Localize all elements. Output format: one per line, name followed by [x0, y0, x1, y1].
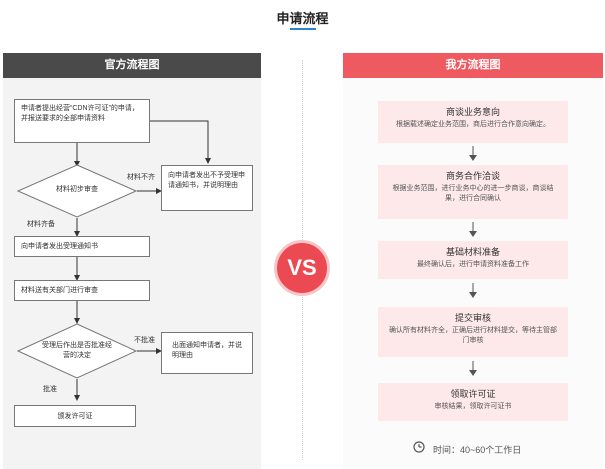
step-3: 基础材料准备 最终确认后，进行申请资料准备工作	[378, 241, 568, 279]
clock-icon	[413, 441, 425, 453]
step-4-title: 提交审核	[454, 313, 491, 323]
box-dept-review: 材料送有关部门进行审查	[14, 280, 150, 301]
official-flowchart-panel: 官方流程图 申请者提出经营“CDN许可证”的申请，并报送要求的全部申请资料 材料…	[3, 53, 261, 469]
official-flowchart-header: 官方流程图	[3, 53, 261, 78]
our-flowchart-panel: 我方流程图 商谈业务意向 根据载述确定业务范围，商后进行合作意向确定。 商务合作…	[343, 53, 603, 469]
step-4: 提交审核 确认所有材料齐全，正确后进行材料提交，等待主管部门审核	[378, 307, 568, 357]
title-underline	[290, 28, 316, 30]
page-title: 申请流程	[276, 11, 329, 26]
step-5-title: 领取许可证	[450, 389, 496, 399]
step-3-title: 基础材料准备	[445, 247, 500, 257]
label-approved: 批准	[43, 386, 57, 393]
diamond-initial-review	[17, 164, 137, 218]
diamond-decision	[17, 323, 137, 379]
label-complete: 材料齐备	[27, 221, 55, 228]
step-5: 领取许可证 审核结果，领取许可证书	[378, 383, 568, 421]
diamond-decision-text: 受理后作出是否批准经营的决定	[42, 342, 112, 359]
connector-apply-to-reject	[150, 120, 211, 164]
processing-time-text: 时间：40~60个工作日	[433, 445, 522, 455]
step-1-title: 商谈业务意向	[445, 107, 500, 117]
vs-badge: VS	[274, 240, 330, 296]
step-arrow-1	[469, 146, 477, 161]
box-accept-notice: 向申请者发出受理通知书	[14, 236, 150, 257]
step-arrow-2	[469, 222, 477, 237]
box-issue-license-text: 颁发许可证	[57, 413, 93, 420]
label-incomplete: 材料不齐	[127, 174, 155, 181]
box-dept-review-text: 材料送有关部门进行审查	[21, 287, 98, 294]
step-2-desc: 根据业务范围，进行业务中心的进一步商谈，商谈结果，进行合同确认	[392, 185, 554, 202]
step-4-desc: 确认所有材料齐全，正确后进行材料提交，等待主管部门审核	[389, 327, 557, 344]
official-flow-connectors	[74, 120, 211, 401]
box-reject-notice: 向申请者发出不予受理申请通知书，并说明理由	[161, 165, 253, 211]
step-2-title: 商务合作洽谈	[445, 171, 500, 181]
box-apply-text: 申请者提出经营“CDN许可证”的申请，并报送要求的全部申请资料	[21, 105, 139, 122]
box-issue-license: 颁发许可证	[14, 405, 136, 427]
label-not-approved: 不批准	[134, 337, 155, 344]
box-not-approved: 出面通知申请者，并说明理由	[161, 332, 253, 374]
box-accept-notice-text: 向申请者发出受理通知书	[21, 243, 98, 250]
box-apply: 申请者提出经营“CDN许可证”的申请，并报送要求的全部申请资料	[14, 99, 150, 143]
our-flowchart-header: 我方流程图	[343, 53, 603, 78]
step-5-desc: 审核结果，领取许可证书	[434, 403, 512, 410]
step-3-desc: 最终确认后，进行申请资料准备工作	[417, 261, 529, 268]
step-1-desc: 根据载述确定业务范围，商后进行合作意向确定。	[396, 121, 550, 128]
box-reject-notice-text: 向申请者发出不予受理申请通知书，并说明理由	[168, 172, 245, 189]
step-1: 商谈业务意向 根据载述确定业务范围，商后进行合作意向确定。	[378, 101, 568, 143]
step-arrow-4	[469, 361, 477, 376]
step-arrow-3	[469, 283, 477, 298]
step-2: 商务合作洽谈 根据业务范围，进行业务中心的进一步商谈，商谈结果，进行合同确认	[378, 165, 568, 219]
box-not-approved-text: 出面通知申请者，并说明理由	[172, 342, 242, 359]
diamond-initial-review-text: 材料初步审查	[56, 186, 98, 193]
